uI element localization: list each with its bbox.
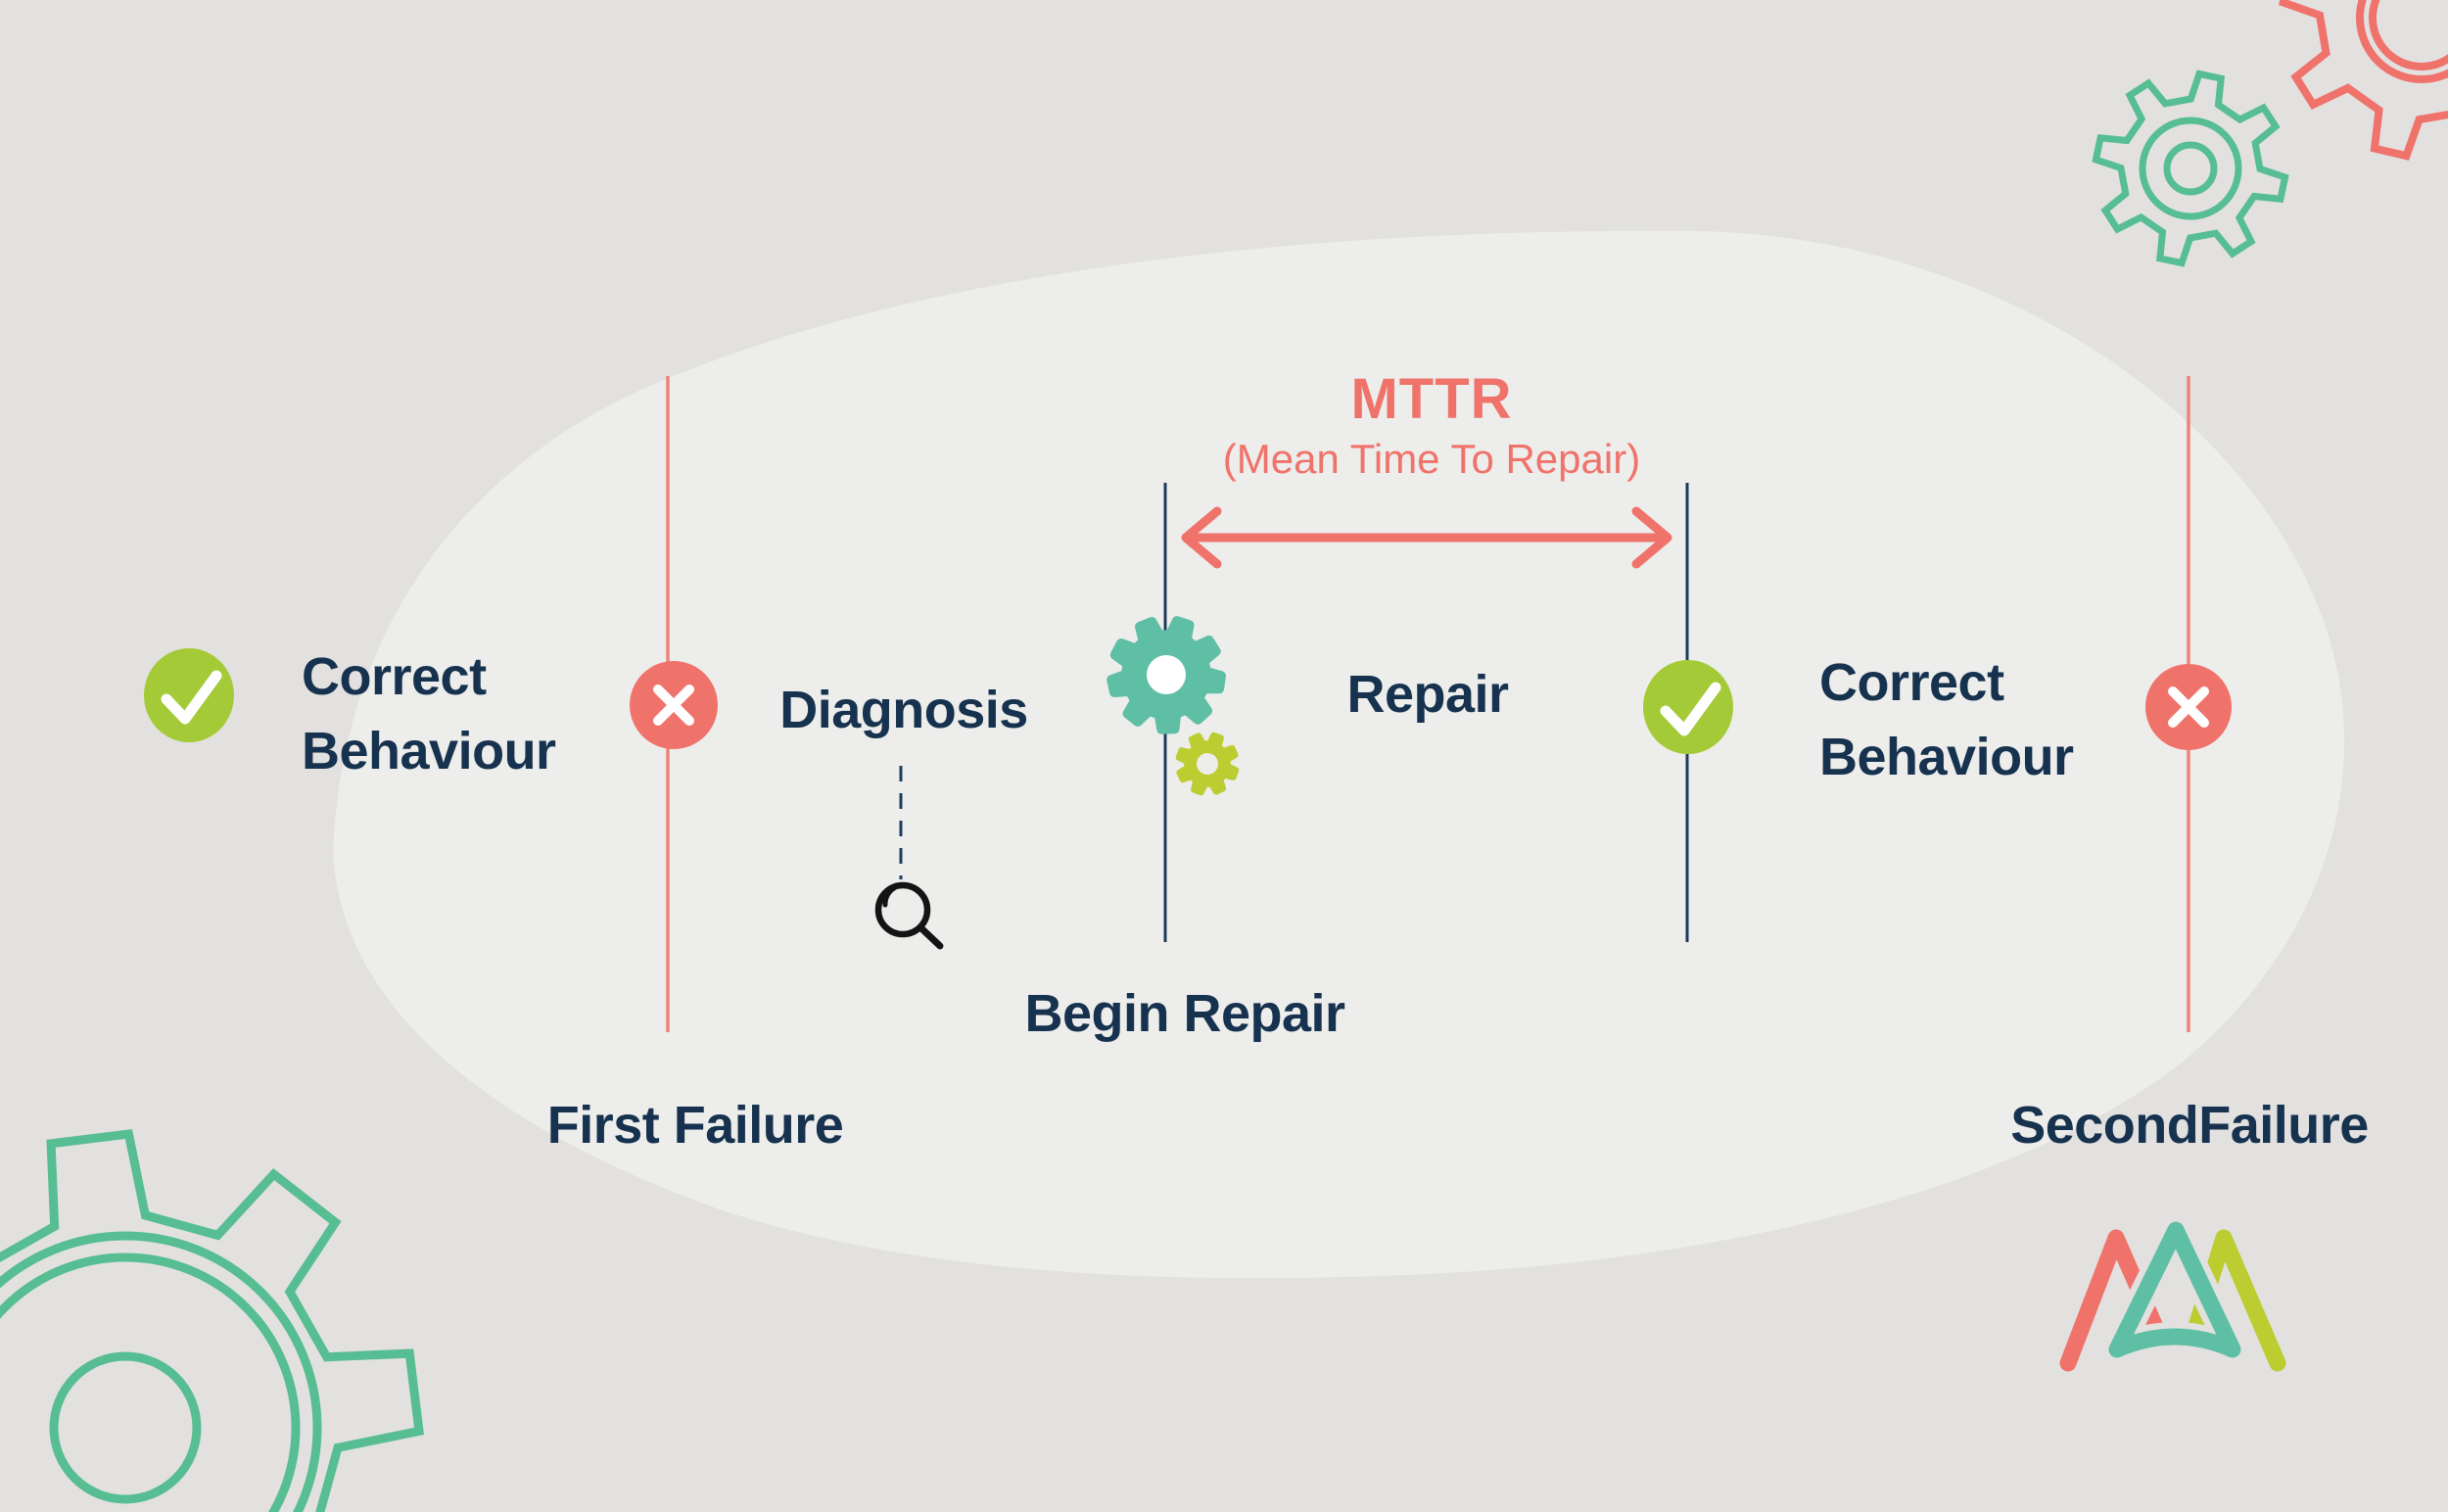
- check-circle-icon-left: [144, 648, 234, 742]
- correct-behaviour-right-line1: Correct: [1819, 653, 2004, 712]
- correct-behaviour-label-left: Correct Behaviour: [302, 640, 556, 788]
- second-failure-label: SecondFailure: [2010, 1096, 2369, 1155]
- diagnosis-label: Diagnosis: [779, 681, 1028, 739]
- x-circle-icon-second: [2145, 664, 2232, 750]
- correct-behaviour-right-line2: Behaviour: [1819, 727, 2074, 786]
- correct-behaviour-label-right: Correct Behaviour: [1819, 646, 2074, 794]
- correct-behaviour-left-line1: Correct: [302, 647, 487, 706]
- gear-icon-small: [1175, 732, 1240, 796]
- correct-behaviour-left-line2: Behaviour: [302, 721, 556, 780]
- background-blob: [333, 230, 2345, 1279]
- begin-repair-label: Begin Repair: [1024, 984, 1345, 1043]
- mttr-arrow: [1181, 506, 1672, 569]
- gear-outline-teal-large-icon: [0, 1129, 424, 1512]
- repair-label: Repair: [1346, 665, 1509, 724]
- x-circle-icon-first: [630, 661, 718, 749]
- mttr-title: MTTR: [1350, 367, 1513, 431]
- gear-outline-teal-icon: [2092, 70, 2289, 267]
- search-icon: [874, 881, 944, 950]
- gear-icon-large: [1106, 616, 1226, 734]
- check-circle-icon-right: [1643, 660, 1733, 754]
- gear-outline-red-icon: [2279, 0, 2448, 161]
- first-failure-label: First Failure: [546, 1096, 844, 1155]
- triangle-brand-logo-icon: [2059, 1215, 2286, 1372]
- mttr-subtitle: (Mean Time To Repair): [1222, 436, 1641, 482]
